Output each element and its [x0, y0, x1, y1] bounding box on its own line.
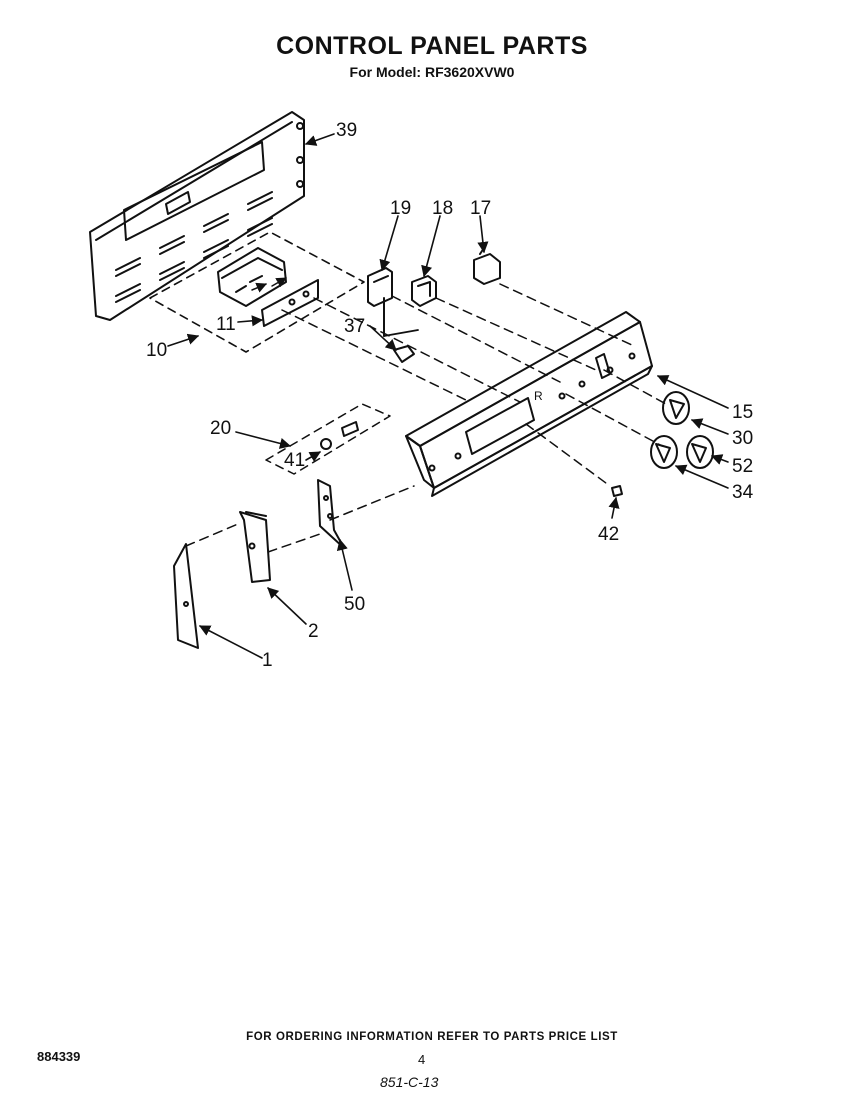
switch-part-18 — [411, 275, 437, 307]
callout-2: 2 — [308, 621, 319, 642]
callout-50: 50 — [344, 594, 365, 615]
callout-20: 20 — [210, 418, 231, 439]
callout-52: 52 — [732, 456, 753, 477]
svg-text:R: R — [534, 389, 543, 403]
callout-11: 11 — [216, 314, 236, 335]
ordering-note: FOR ORDERING INFORMATION REFER TO PARTS … — [246, 1031, 618, 1043]
model-subtitle: For Model: RF3620XVW0 — [349, 64, 515, 80]
callout-39: 39 — [336, 120, 357, 141]
clip-part-42 — [611, 485, 623, 497]
side-trim-part-1 — [173, 543, 199, 649]
switch-part-19 — [367, 267, 393, 337]
switch-part-17 — [473, 247, 501, 285]
callout-19: 19 — [390, 198, 411, 219]
callout-17: 17 — [470, 198, 491, 219]
knob-part-30 — [662, 391, 690, 425]
callout-30: 30 — [732, 428, 753, 449]
knob-part-52 — [686, 435, 714, 469]
callout-1: 1 — [262, 650, 273, 671]
document-number: 884339 — [37, 1049, 81, 1064]
leader-arrows — [167, 133, 729, 659]
end-cap-part-2 — [239, 511, 271, 583]
back-panel-part-39 — [89, 111, 305, 321]
clip-part-37 — [383, 329, 419, 363]
page-number: 4 — [418, 1052, 426, 1067]
callout-10: 10 — [146, 340, 167, 361]
callout-41: 41 — [284, 450, 305, 471]
handwritten-code: 851-C-13 — [380, 1074, 439, 1090]
callout-15: 15 — [732, 402, 753, 423]
callout-34: 34 — [732, 482, 754, 503]
switch-group-part-10 — [149, 231, 365, 353]
knob-part-34 — [650, 435, 678, 469]
page-title: CONTROL PANEL PARTS — [276, 32, 588, 60]
callout-37: 37 — [344, 316, 365, 337]
control-panel-console: R — [405, 311, 653, 497]
callout-42: 42 — [598, 524, 619, 545]
assembly-lines — [185, 283, 667, 553]
callout-labels: 39 19 18 17 11 37 10 15 30 52 34 20 41 4… — [146, 120, 754, 671]
bracket-group-part-20 — [265, 403, 391, 475]
end-trim-part-50 — [317, 479, 345, 549]
callout-18: 18 — [432, 198, 453, 219]
